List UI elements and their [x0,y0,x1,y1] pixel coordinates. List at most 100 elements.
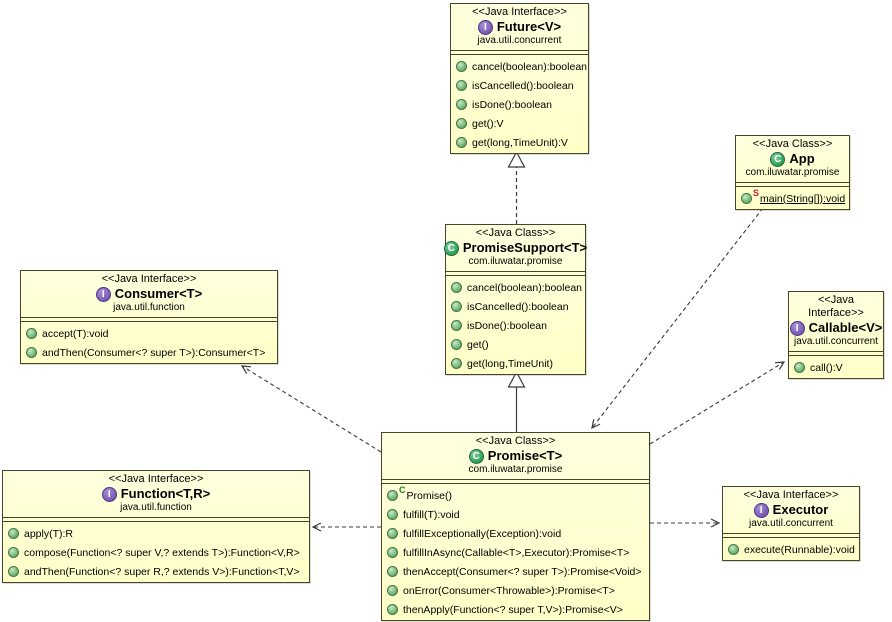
public-method-icon [8,528,19,539]
method-label: onError(Consumer<Throwable>):Promise<T> [403,584,615,597]
public-method-icon [456,61,467,72]
package-label: java.util.function [113,302,185,313]
method-label: compose(Function<? super V,? extends T>)… [24,546,300,559]
method-label: main(String[]):void [760,192,846,205]
method-label: cancel(boolean):boolean [472,60,588,73]
operations-compartment: execute(Runnable):void [723,538,859,560]
method-label: cancel(boolean):boolean [467,281,583,294]
method-row: get(long,TimeUnit) [446,354,585,373]
method-row: get(long,TimeUnit):V [451,133,588,152]
method-row: thenAccept(Consumer<? super T>):Promise<… [382,562,649,581]
class-box-promise-support[interactable]: <<Java Class>> C PromiseSupport<T> com.i… [443,224,588,375]
class-header: <<Java Interface>> I Future<V> java.util… [451,4,588,51]
stereotype-label: <<Java Class>> [475,227,556,239]
interface-icon: I [95,286,111,302]
method-row: get():V [451,114,588,133]
public-method-icon [387,509,398,520]
public-method-icon [387,547,398,558]
method-row: isCancelled():boolean [446,297,585,316]
stereotype-label: <<Java Interface>> [472,6,567,18]
attributes-compartment [3,518,309,522]
public-method-icon [456,99,467,110]
stereotype-label: <<Java Interface>> [808,294,864,319]
method-row: execute(Runnable):void [723,540,859,559]
method-label: get() [467,338,489,351]
class-box-callable[interactable]: <<Java Interface>> I Callable<V> java.ut… [788,291,884,379]
public-method-icon [456,80,467,91]
method-row: thenApply(Function<? super T,V>):Promise… [382,600,649,619]
interface-icon: I [789,320,805,336]
stereotype-label: <<Java Interface>> [743,489,839,501]
method-label: Promise() [406,489,453,502]
method-label: andThen(Consumer<? super T>):Consumer<T> [42,346,266,359]
stereotype-label: <<Java Interface>> [101,273,197,285]
class-header: <<Java Class>> C PromiseSupport<T> com.i… [443,225,588,272]
method-row: call():V [789,358,883,377]
public-method-icon [451,339,462,350]
generalization-arrow-promise-promisesupport[interactable] [507,370,526,432]
method-row: fulfillExceptionally(Exception):void [382,524,649,543]
attributes-compartment [451,51,588,55]
class-name: Executor [772,502,829,517]
class-icon: C [468,448,484,464]
operations-compartment: call():V [789,356,883,378]
package-label: java.util.function [120,502,192,513]
stereotype-label: <<Java Class>> [752,138,833,150]
public-method-icon [456,137,467,148]
operations-compartment: cancel(boolean):boolean isCancelled():bo… [451,55,588,153]
method-row: cancel(boolean):boolean [451,57,588,76]
method-label: isCancelled():boolean [467,300,569,313]
method-label: apply(T):R [24,527,74,540]
method-label: isCancelled():boolean [472,79,574,92]
class-name: PromiseSupport<T> [462,240,588,255]
class-name: Promise<T> [487,448,563,463]
class-box-future[interactable]: <<Java Interface>> I Future<V> java.util… [450,3,589,154]
method-label: get(long,TimeUnit) [467,357,553,370]
public-method-icon [387,528,398,539]
interface-icon: I [101,486,117,502]
class-box-function[interactable]: <<Java Interface>> I Function<T,R> java.… [2,470,310,583]
class-icon: C [443,240,459,256]
method-label: accept(T):void [42,327,109,340]
class-header: <<Java Interface>> I Function<T,R> java.… [3,471,309,518]
method-row: isDone():boolean [451,95,588,114]
stereotype-label: <<Java Class>> [475,435,556,447]
dependency-arrow-promise-consumer[interactable] [240,365,382,453]
class-name: App [789,151,815,166]
class-header: <<Java Interface>> I Executor java.util.… [723,487,859,534]
method-row: accept(T):void [21,324,277,343]
stereotype-label: <<Java Interface>> [108,473,204,485]
class-name: Function<T,R> [120,486,211,501]
method-label: fulfill(T):void [403,508,460,521]
interface-icon: I [753,502,769,518]
method-row: onError(Consumer<Throwable>):Promise<T> [382,581,649,600]
class-box-app[interactable]: <<Java Class>> C App com.iluwatar.promis… [735,135,850,210]
class-icon: C [770,151,786,167]
class-box-executor[interactable]: <<Java Interface>> I Executor java.util.… [722,486,860,561]
class-header: <<Java Interface>> I Consumer<T> java.ut… [21,271,277,318]
attributes-compartment [382,480,649,484]
dependency-arrow-promise-callable[interactable] [649,361,786,445]
public-method-icon [8,547,19,558]
class-header: <<Java Class>> C App com.iluwatar.promis… [736,136,849,183]
public-method-icon [794,362,805,373]
public-method-icon [387,604,398,615]
method-label: get():V [472,117,504,130]
public-method-icon [451,301,462,312]
method-label: thenApply(Function<? super T,V>):Promise… [403,603,623,616]
class-box-consumer[interactable]: <<Java Interface>> I Consumer<T> java.ut… [20,270,278,364]
class-box-promise[interactable]: <<Java Class>> C Promise<T> com.iluwatar… [381,432,650,621]
dependency-arrow-app-promise[interactable] [591,207,764,430]
public-method-icon [387,490,398,501]
operations-compartment: accept(T):void andThen(Consumer<? super … [21,322,277,363]
package-label: java.util.concurrent [477,35,562,46]
attributes-compartment [736,183,849,187]
method-row: compose(Function<? super V,? extends T>)… [3,543,309,562]
method-row: isCancelled():boolean [451,76,588,95]
realization-arrow-promisesupport-future[interactable] [507,150,526,224]
public-method-icon [451,358,462,369]
class-header: <<Java Interface>> I Callable<V> java.ut… [789,292,883,352]
